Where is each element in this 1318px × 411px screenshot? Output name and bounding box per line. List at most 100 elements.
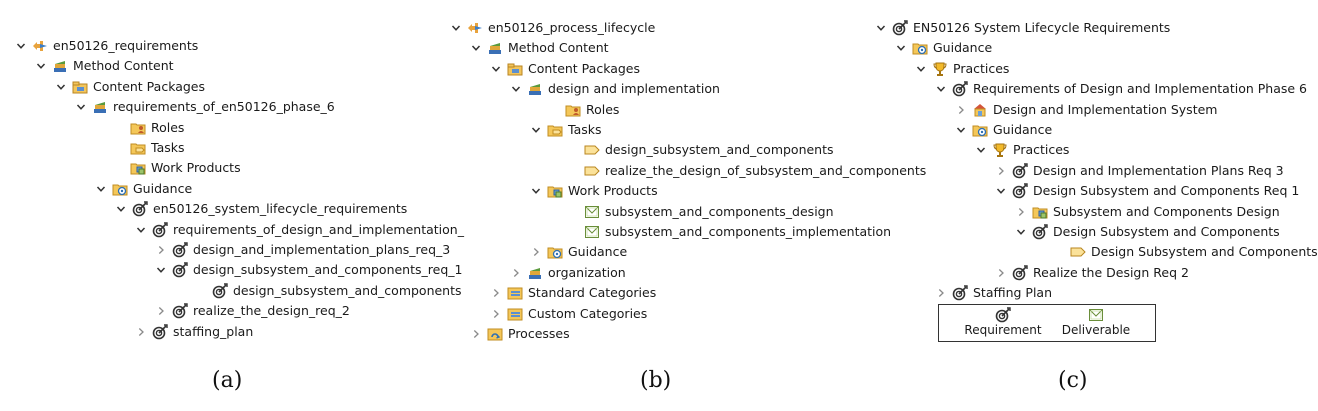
chevron-right-icon[interactable] [489, 304, 503, 324]
tree-item-label: Content Packages [93, 78, 206, 94]
tree-item-label: Method Content [73, 58, 174, 74]
tree-item-design-subsystem-and-components[interactable]: Design Subsystem and Components [1014, 222, 1280, 242]
tree-item-content-packages[interactable]: Content Packages [489, 59, 640, 79]
chevron-right-icon[interactable] [134, 322, 148, 342]
chevron-down-icon[interactable] [154, 260, 168, 280]
tree-item-label: Tasks [568, 122, 602, 137]
chevron-down-icon[interactable] [529, 181, 543, 201]
chevron-down-icon[interactable] [894, 38, 908, 58]
chevron-down-icon[interactable] [974, 140, 988, 160]
tree-item-requirements-of-en50126-phase-6[interactable]: requirements_of_en50126_phase_6 [74, 97, 335, 117]
deliverable-icon [1088, 307, 1104, 323]
chevron-right-icon[interactable] [954, 100, 968, 120]
tree-item-label: requirements_of_en50126_phase_6 [113, 99, 335, 115]
chevron-down-icon[interactable] [509, 79, 523, 99]
tree-item-tasks[interactable]: Tasks [529, 120, 602, 140]
chevron-down-icon[interactable] [529, 120, 543, 140]
chevron-down-icon[interactable] [934, 79, 948, 99]
tree-item-subsystem-and-components-design[interactable]: subsystem_and_components_design [566, 202, 834, 222]
roles-folder-icon [130, 120, 146, 136]
chevron-right-icon[interactable] [469, 324, 483, 344]
tree-item-design-subsystem-and-components[interactable]: design_subsystem_and_components [194, 281, 462, 301]
chevron-down-icon[interactable] [114, 199, 128, 219]
chevron-right-icon[interactable] [154, 301, 168, 321]
chevron-right-icon[interactable] [154, 240, 168, 260]
legend-deliverable-label: Deliverable [1061, 323, 1131, 337]
tree-item-processes[interactable]: Processes [469, 324, 570, 344]
tree-item-work-products[interactable]: Work Products [112, 158, 241, 178]
tree-item-design-and-implementation-plans-req-3[interactable]: design_and_implementation_plans_req_3 [154, 240, 450, 260]
tree-item-method-content[interactable]: Method Content [469, 38, 609, 58]
chevron-down-icon[interactable] [54, 77, 68, 97]
tree-item-roles[interactable]: Roles [547, 100, 619, 120]
tree-item-method-content[interactable]: Method Content [34, 56, 174, 76]
tree-item-design-subsystem-and-components[interactable]: design_subsystem_and_components [566, 140, 834, 160]
tree-item-custom-categories[interactable]: Custom Categories [489, 304, 647, 324]
tree-item-content-packages[interactable]: Content Packages [54, 77, 205, 97]
practice-target-icon [1032, 224, 1048, 240]
chevron-down-icon[interactable] [489, 59, 503, 79]
tree-item-design-subsystem-and-components[interactable]: Design Subsystem and Components [1052, 242, 1318, 262]
tree-item-design-and-implementation-system[interactable]: Design and Implementation System [954, 100, 1217, 120]
legend-requirement-label: Requirement [964, 323, 1042, 337]
tree-item-design-and-implementation-plans-req-3[interactable]: Design and Implementation Plans Req 3 [994, 161, 1284, 181]
tree-item-realize-the-design-of-subsystem-and-components[interactable]: realize_the_design_of_subsystem_and_comp… [566, 161, 926, 181]
tree-item-en50126-requirements[interactable]: en50126_requirements [14, 36, 198, 56]
tree-item-practices[interactable]: Practices [974, 140, 1069, 160]
tree-item-standard-categories[interactable]: Standard Categories [489, 283, 656, 303]
tree-item-guidance[interactable]: Guidance [954, 120, 1052, 140]
tree-item-organization[interactable]: organization [509, 263, 626, 283]
chevron-right-icon[interactable] [994, 263, 1008, 283]
tree-item-roles[interactable]: Roles [112, 118, 184, 138]
tree-item-label: Tasks [151, 140, 185, 155]
practice-target-icon [1012, 265, 1028, 281]
chevron-right-icon[interactable] [934, 283, 948, 303]
tree-item-en50126-system-lifecycle-requirements[interactable]: en50126_system_lifecycle_requirements [114, 199, 407, 219]
tree-item-label: Guidance [993, 122, 1053, 137]
tree-item-realize-the-design-req-2[interactable]: Realize the Design Req 2 [994, 263, 1189, 283]
tree-item-label: subsystem_and_components_design [605, 203, 834, 219]
chevron-right-icon[interactable] [994, 161, 1008, 181]
chevron-down-icon[interactable] [74, 97, 88, 117]
method-library-icon [487, 40, 503, 56]
tree-item-practices[interactable]: Practices [914, 59, 1009, 79]
method-library-icon [527, 81, 543, 97]
tree-item-design-subsystem-and-components-req-1[interactable]: Design Subsystem and Components Req 1 [994, 181, 1299, 201]
chevron-right-icon[interactable] [509, 263, 523, 283]
chevron-right-icon[interactable] [529, 242, 543, 262]
tree-item-tasks[interactable]: Tasks [112, 138, 185, 158]
legend-requirement: Requirement [958, 307, 1048, 337]
chevron-down-icon[interactable] [1014, 222, 1028, 242]
chevron-down-icon[interactable] [874, 18, 888, 38]
tree-item-staffing-plan[interactable]: staffing_plan [134, 322, 253, 342]
chevron-right-icon[interactable] [489, 283, 503, 303]
tree-item-subsystem-and-components-implementation[interactable]: subsystem_and_components_implementation [566, 222, 891, 242]
chevron-down-icon[interactable] [34, 56, 48, 76]
tree-item-realize-the-design-req-2[interactable]: realize_the_design_req_2 [154, 301, 350, 321]
chevron-down-icon[interactable] [954, 120, 968, 140]
practice-target-icon [132, 201, 148, 217]
tree-item-requirements-of-design-and-implementation-phase-6[interactable]: Requirements of Design and Implementatio… [934, 79, 1307, 99]
tree-item-label: design_subsystem_and_components_req_1 [193, 262, 463, 278]
chevron-down-icon[interactable] [469, 38, 483, 58]
tree-item-design-and-implementation[interactable]: design and implementation [509, 79, 720, 99]
tree-item-guidance[interactable]: Guidance [94, 179, 192, 199]
tree-item-design-subsystem-and-components-req-1[interactable]: design_subsystem_and_components_req_1 [154, 260, 462, 280]
tree-item-requirements-of-design-and-implementation[interactable]: requirements_of_design_and_implementatio… [134, 220, 464, 240]
tree-item-work-products[interactable]: Work Products [529, 181, 658, 201]
chevron-down-icon[interactable] [449, 18, 463, 38]
chevron-down-icon[interactable] [94, 179, 108, 199]
tree-item-en50126-process-lifecycle[interactable]: en50126_process_lifecycle [449, 18, 655, 38]
chevron-down-icon[interactable] [134, 220, 148, 240]
tree-item-subsystem-and-components-design[interactable]: Subsystem and Components Design [1014, 202, 1280, 222]
tree-item-en50126-system-lifecycle-requirements[interactable]: EN50126 System Lifecycle Requirements [874, 18, 1170, 38]
tree-item-guidance[interactable]: Guidance [529, 242, 627, 262]
chevron-down-icon[interactable] [14, 36, 28, 56]
tree-item-label: realize_the_design_req_2 [193, 303, 350, 319]
legend-deliverable: Deliverable [1051, 307, 1141, 337]
chevron-down-icon[interactable] [994, 181, 1008, 201]
tree-item-guidance[interactable]: Guidance [894, 38, 992, 58]
chevron-down-icon[interactable] [914, 59, 928, 79]
chevron-right-icon[interactable] [1014, 202, 1028, 222]
tree-item-staffing-plan[interactable]: Staffing Plan [934, 283, 1052, 303]
